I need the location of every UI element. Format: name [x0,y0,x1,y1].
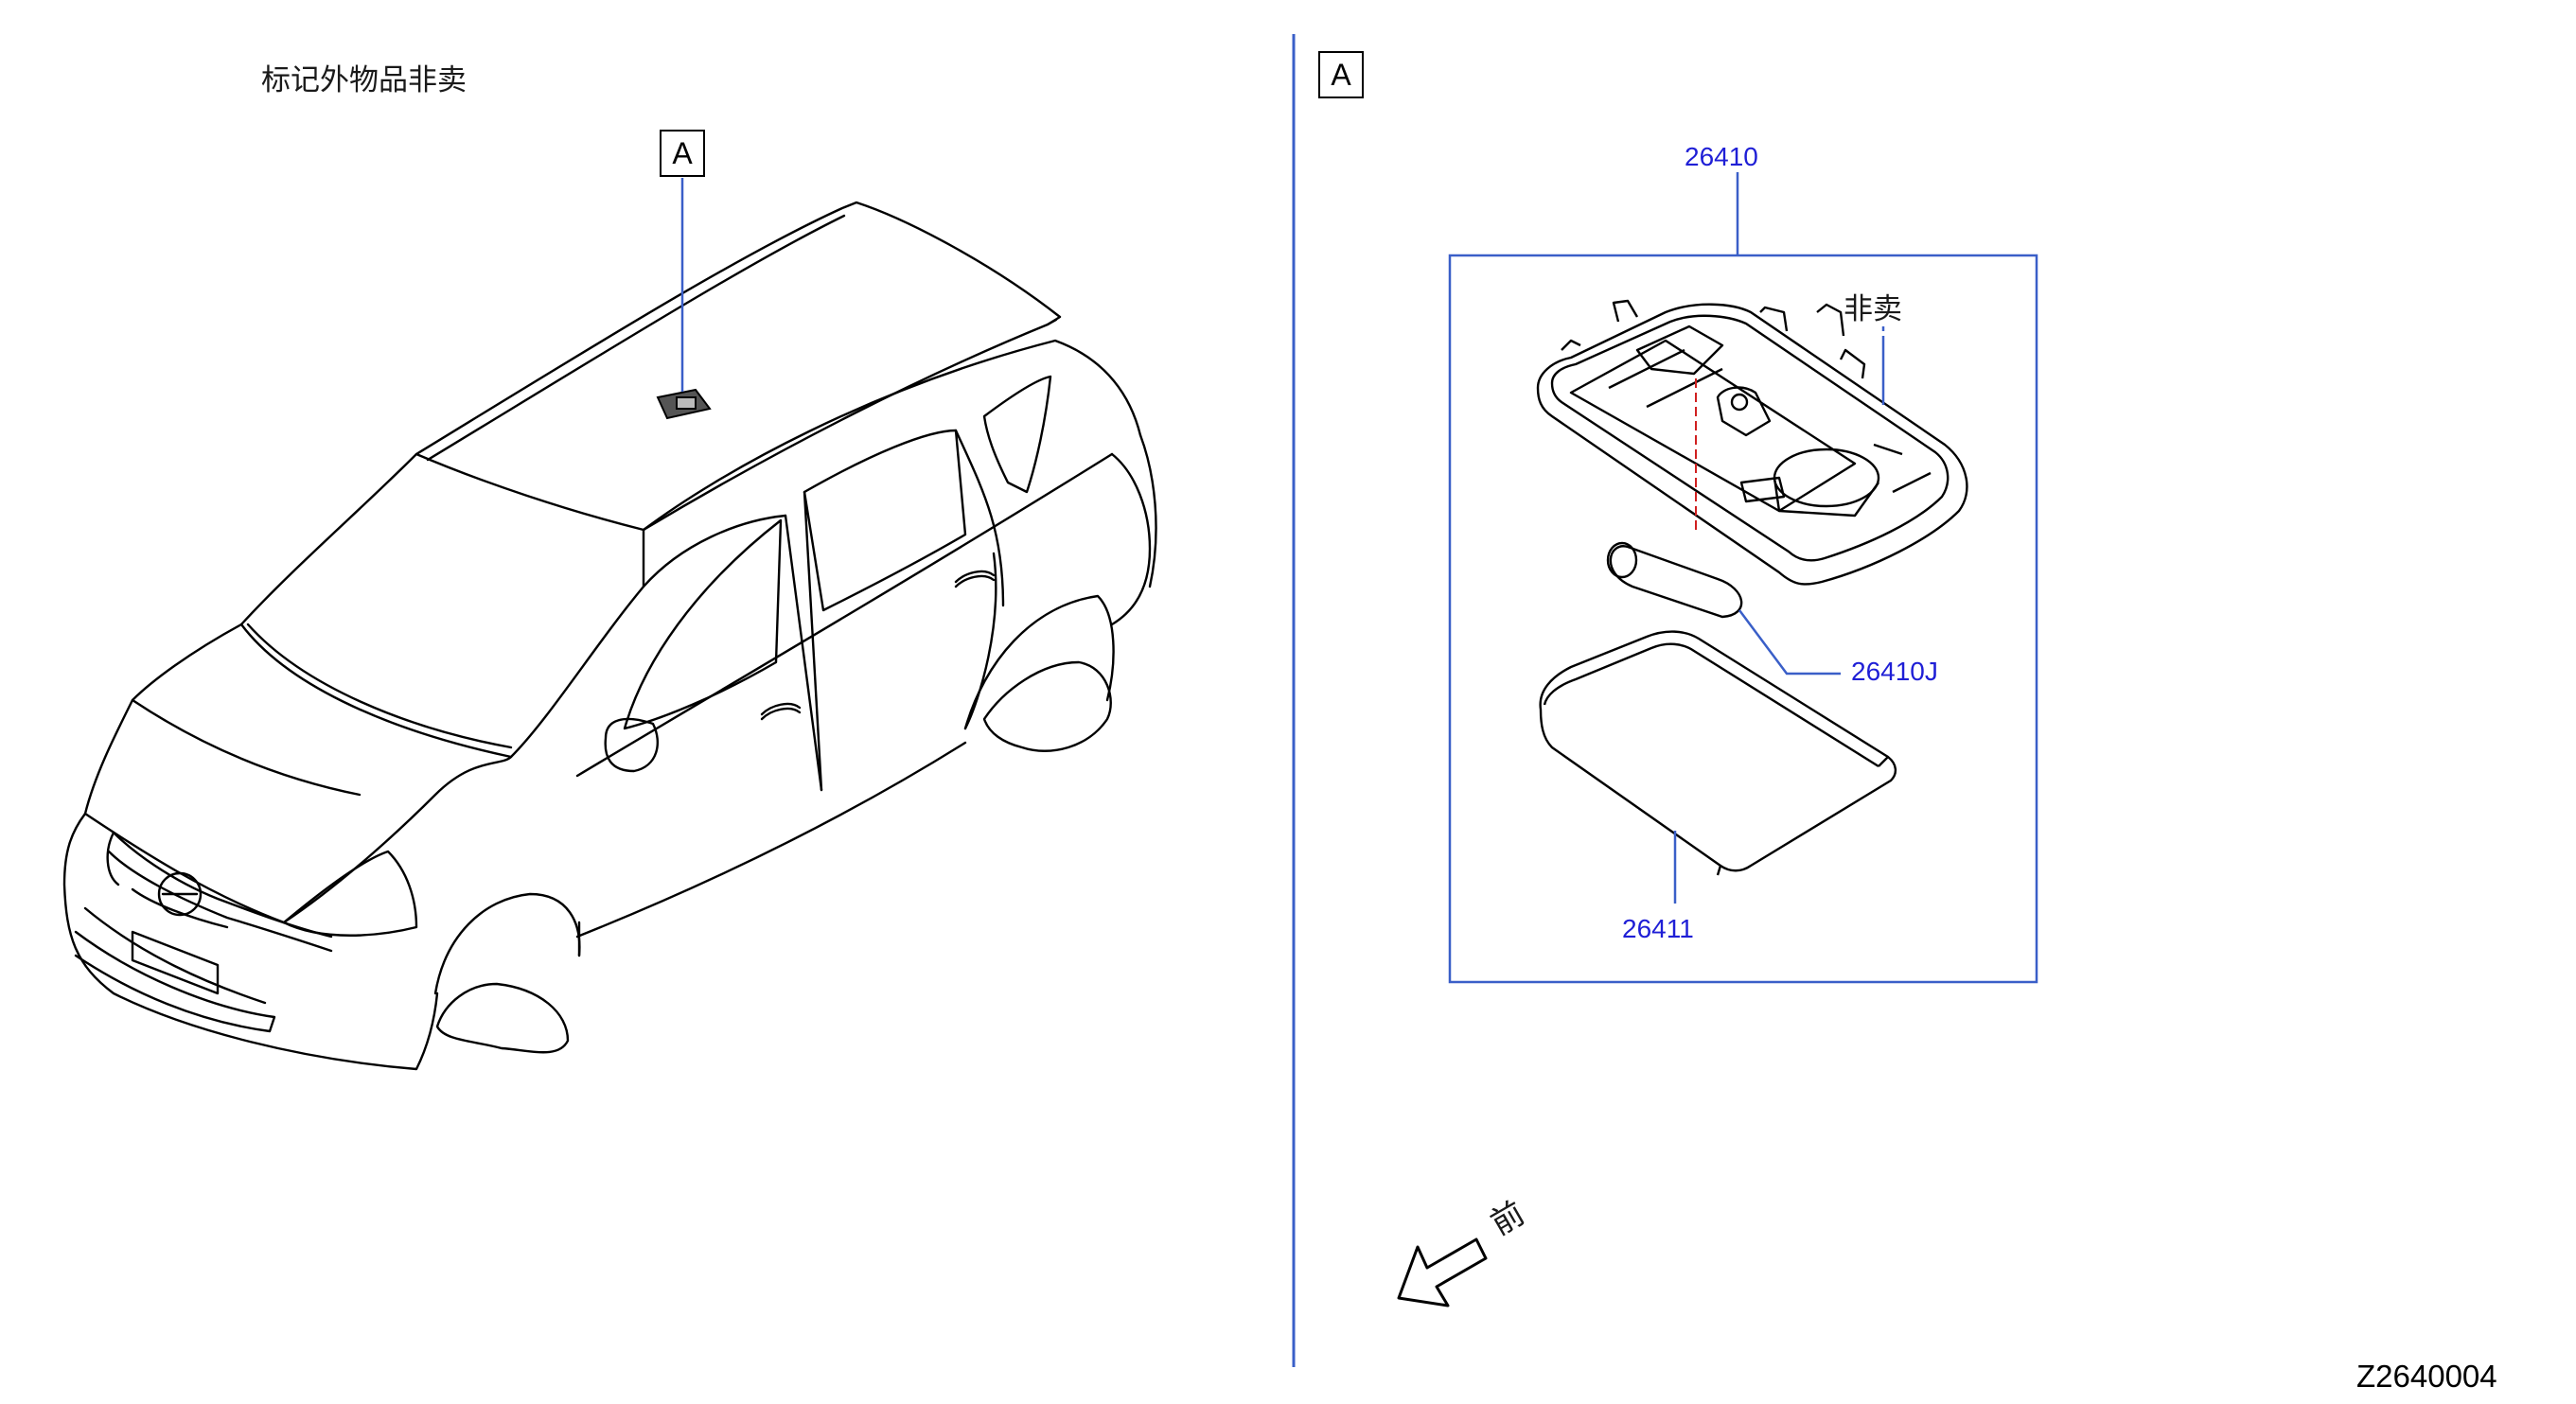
assembly-bracket-box [1448,254,2038,984]
diagram-code: Z2640004 [2356,1359,2497,1394]
header-note: 标记外物品非卖 [261,63,467,97]
not-sold-label: 非卖 [1844,292,1902,326]
part-number-assembly: 26410 [1685,142,1758,171]
bulb [1606,541,1743,619]
part-number-lens: 26411 [1622,914,1694,943]
roof-lamp-location [656,388,712,420]
lamp-lens [1539,630,1897,876]
part-number-bulb: 26410J [1851,657,1938,686]
front-arrow-icon [1397,1237,1488,1307]
lamp-housing [1536,299,1968,586]
view-tag: A [660,130,705,177]
detail-tag: A [1318,51,1364,98]
bulb-leader [1738,609,1841,676]
vehicle-illustration [62,201,1157,1071]
